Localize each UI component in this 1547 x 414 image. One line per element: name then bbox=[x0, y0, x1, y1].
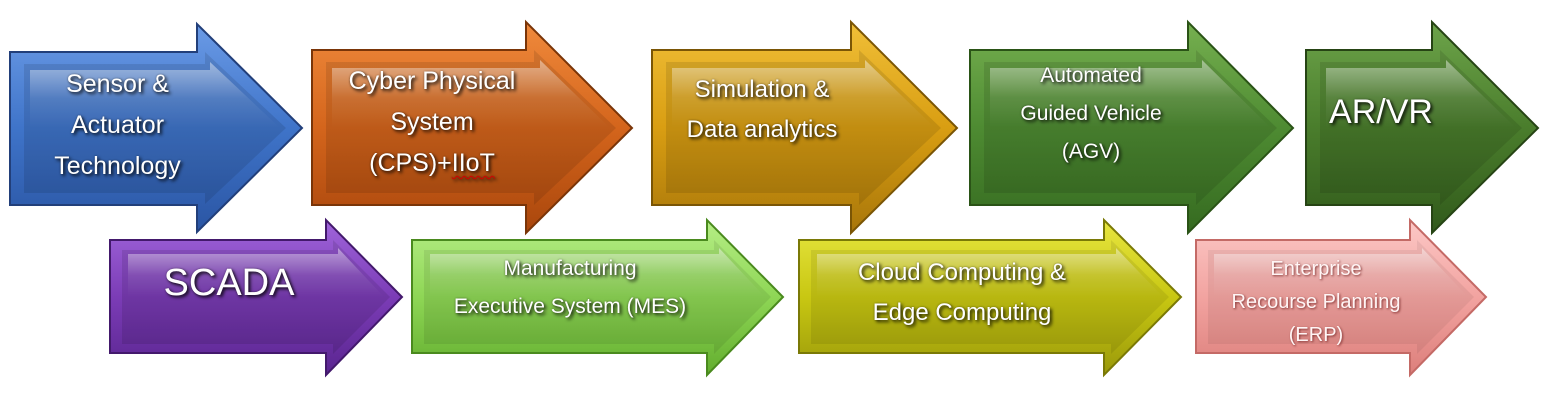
arrow-simulation bbox=[651, 19, 959, 236]
arrow-mes bbox=[411, 217, 785, 378]
label-arvr: AR/VR bbox=[1329, 93, 1433, 131]
arrow-scada bbox=[109, 217, 404, 378]
label-cloud: Cloud Computing & Edge Computing bbox=[857, 259, 1067, 326]
arrow-cps bbox=[311, 19, 634, 236]
arrow-cloud bbox=[798, 217, 1183, 378]
label-agv: Automated Guided Vehicle (AGV) bbox=[1020, 64, 1162, 163]
arrow-sensor bbox=[9, 21, 304, 235]
label-sensor: Sensor & Actuator Technology bbox=[54, 69, 181, 180]
arrow-arvr bbox=[1305, 19, 1540, 236]
arrow-erp bbox=[1195, 217, 1488, 378]
label-cps: Cyber Physical System (CPS)+IIoT bbox=[348, 67, 516, 177]
arrow-agv bbox=[969, 19, 1295, 236]
label-scada: SCADA bbox=[163, 262, 295, 304]
label-erp: Enterprise Recourse Planning (ERP) bbox=[1231, 257, 1401, 346]
label-simulation: Simulation & Data analytics bbox=[686, 76, 838, 143]
label-mes: Manufacturing Executive System (MES) bbox=[453, 257, 687, 318]
